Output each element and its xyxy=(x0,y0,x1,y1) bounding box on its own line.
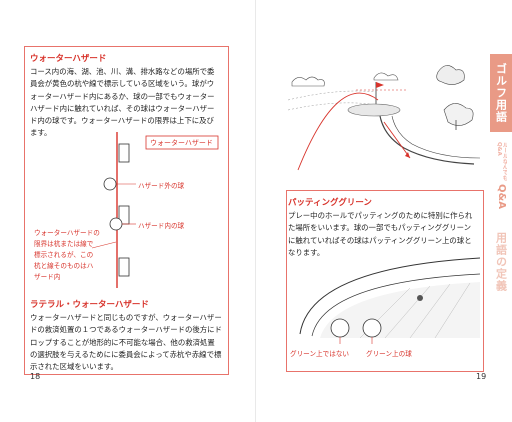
green-surface xyxy=(320,282,480,338)
water-hazard-diagram xyxy=(91,132,219,288)
ball-not-on-green xyxy=(330,318,350,338)
hazard-box-label: ウォーターハザード xyxy=(150,139,213,147)
cloud-left xyxy=(291,76,325,87)
stake-bottom xyxy=(118,257,130,277)
water-hazard-heading: ウォーターハザード xyxy=(30,54,107,64)
flag-icon xyxy=(376,82,384,88)
stake-top xyxy=(118,143,130,163)
left-content-frame xyxy=(24,46,229,375)
hazard-label-box xyxy=(145,135,219,150)
tree-icon xyxy=(443,103,474,126)
ball-on-green-label: グリーン上の球 xyxy=(366,350,412,358)
cloud-right xyxy=(373,72,399,81)
tab-golf-terms[interactable]: ゴルフ用語 xyxy=(490,54,512,132)
tree-icon xyxy=(436,65,465,85)
ball-trajectory xyxy=(297,92,379,171)
ball-outside-label: ハザード外の球 xyxy=(138,182,185,190)
right-page: パッティンググリーン プレー中のホールでパッティングのために特別に作られた場所を… xyxy=(256,0,512,422)
tab-definitions[interactable]: 用語の定義 xyxy=(490,220,512,304)
left-page: ウォーターハザード コース内の海、湖、池、川、溝、排水路などの場所で委員会が黄色… xyxy=(24,46,229,381)
ball-inside xyxy=(109,217,123,231)
lateral-hazard-body: ウォーターハザードと同じものですが、ウォーターハザードの救済処置の１つであるウォ… xyxy=(30,313,222,372)
ball-outside xyxy=(103,177,117,191)
hazard-note: ウォーターハザードの 限界は杭または線で 標示されるが、この 杭と線そのものはハ… xyxy=(34,229,100,281)
water-hazard-body: コース内の海、湖、池、川、溝、排水路などの場所で委員会が黄色の杭や線で標示してい… xyxy=(30,67,215,138)
ball-inside-label: ハザード内の球 xyxy=(138,222,185,230)
putting-green-heading: パッティンググリーン xyxy=(288,198,372,208)
lateral-hazard-heading: ラテラル・ウォーターハザード xyxy=(30,300,149,310)
green-shape xyxy=(347,103,401,117)
lateral-hazard-stream xyxy=(379,115,475,165)
ball-distant xyxy=(417,295,423,301)
green-edge xyxy=(299,257,480,335)
right-content-frame xyxy=(286,190,484,372)
putting-green-body: プレー中のホールでパッティングのために特別に作られた場所をいいます。球の一部でも… xyxy=(288,211,473,257)
tab-qa[interactable]: ルールなんでもQ&A Q&A xyxy=(490,136,512,216)
ball-not-on-green-label: グリーン上ではない xyxy=(290,350,350,358)
page-number-right: 19 xyxy=(476,372,487,381)
ball-on-green xyxy=(362,318,382,338)
course-illustration xyxy=(288,65,481,171)
page-number-left: 18 xyxy=(30,372,41,381)
putting-green-illustration xyxy=(299,257,480,344)
drop-arrow xyxy=(383,121,411,159)
